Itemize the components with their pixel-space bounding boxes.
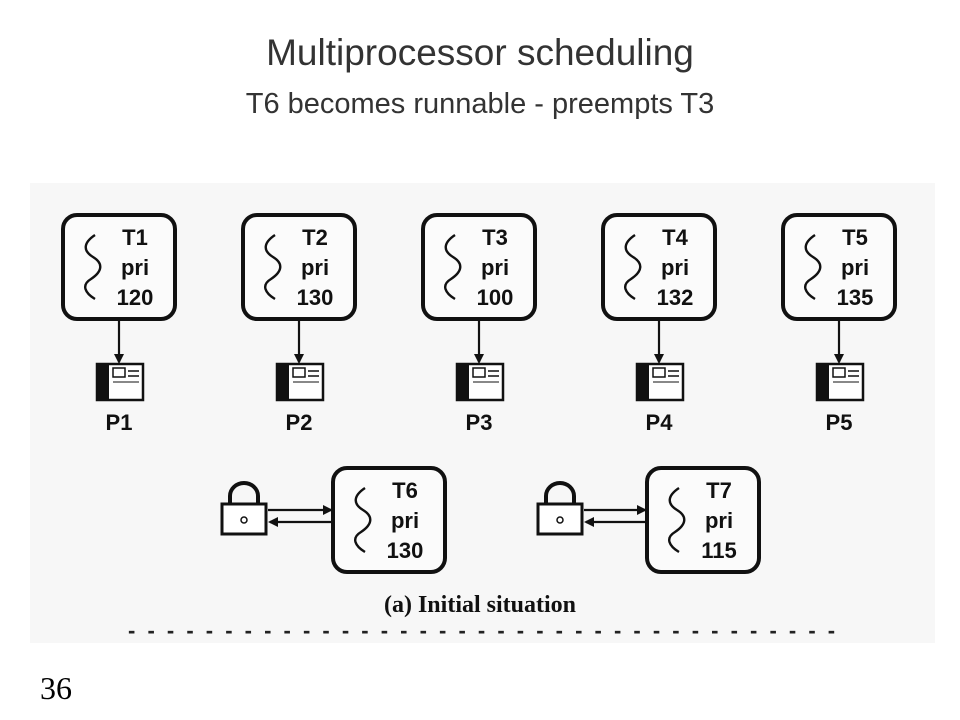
processor-p4-label: P4 [646, 410, 674, 435]
thread-t7-priority: 115 [701, 538, 737, 563]
slide-subtitle: T6 becomes runnable - preempts T3 [245, 88, 715, 120]
thread-t6-box-outline [331, 466, 447, 574]
thread-t7-pri-label: pri [705, 508, 733, 533]
thread-t3-box: T3 pri 100 [421, 213, 537, 321]
thread-t2-box: T2 pri 130 [241, 213, 357, 321]
thread-t4-name: T4 [662, 225, 688, 250]
processor-p1-icon [95, 362, 145, 402]
thread-t2-name: T2 [302, 225, 328, 250]
thread-t1-name: T1 [122, 225, 148, 250]
thread-t3-pri-label: pri [481, 255, 509, 280]
thread-t2-thread-squiggle-icon [264, 234, 282, 301]
thread-t4-priority: 132 [657, 285, 694, 310]
processor-p4-icon [635, 362, 685, 402]
thread-t4-box: T4 pri 132 [601, 213, 717, 321]
thread-t5-name: T5 [842, 225, 868, 250]
slide-title: Multiprocessor scheduling [266, 32, 694, 73]
thread-t7-box: T7 pri 115 [645, 466, 761, 574]
processor-p2-label: P2 [286, 410, 313, 435]
thread-t3-thread-squiggle-icon [444, 234, 462, 301]
thread-t5-pri-label: pri [841, 255, 869, 280]
processor-p1-label: P1 [106, 410, 133, 435]
processor-p3-icon [455, 362, 505, 402]
processor-p5-label: P5 [826, 410, 853, 435]
thread-t7-padlock-icon [536, 481, 584, 536]
dashed-separator: - - - - - - - - - - - - - - - - - - - - … [128, 618, 848, 643]
slide-number: 36 [40, 670, 72, 706]
processor-p3-label: P3 [466, 410, 493, 435]
thread-t6-box: T6 pri 130 [331, 466, 447, 574]
thread-t2-pri-label: pri [301, 255, 329, 280]
thread-t3-priority: 100 [477, 285, 514, 310]
processor-p2-icon [275, 362, 325, 402]
thread-t7-box-outline [645, 466, 761, 574]
thread-t6-padlock-icon [220, 481, 268, 536]
thread-t1-thread-squiggle-icon [84, 234, 102, 301]
thread-t7-thread-squiggle-icon [668, 487, 686, 554]
figure-caption: (a) Initial situation [384, 592, 576, 618]
thread-t5-box: T5 pri 135 [781, 213, 897, 321]
thread-t6-name: T6 [392, 478, 418, 503]
thread-t1-priority: 120 [117, 285, 154, 310]
thread-t6-thread-squiggle-icon [354, 487, 372, 554]
thread-t1-pri-label: pri [121, 255, 149, 280]
thread-t4-pri-label: pri [661, 255, 689, 280]
thread-t5-thread-squiggle-icon [804, 234, 822, 301]
thread-t4-thread-squiggle-icon [624, 234, 642, 301]
thread-t1-box: T1 pri 120 [61, 213, 177, 321]
thread-t5-priority: 135 [837, 285, 874, 310]
thread-t3-name: T3 [482, 225, 508, 250]
thread-t2-priority: 130 [297, 285, 334, 310]
thread-t7-name: T7 [706, 478, 732, 503]
processor-p5-icon [815, 362, 865, 402]
thread-t6-priority: 130 [387, 538, 424, 563]
thread-t6-pri-label: pri [391, 508, 419, 533]
